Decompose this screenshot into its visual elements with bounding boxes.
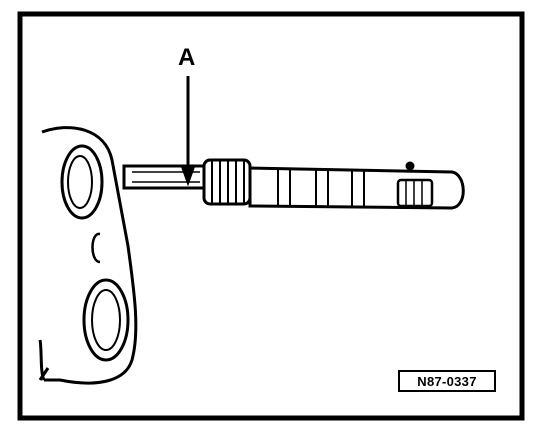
- figure-reference-number: N87-0337: [398, 370, 496, 392]
- callout-label-a: A: [178, 44, 196, 71]
- figure-frame: [17, 11, 525, 421]
- callout-leader: [180, 76, 196, 187]
- housing: [38, 126, 138, 385]
